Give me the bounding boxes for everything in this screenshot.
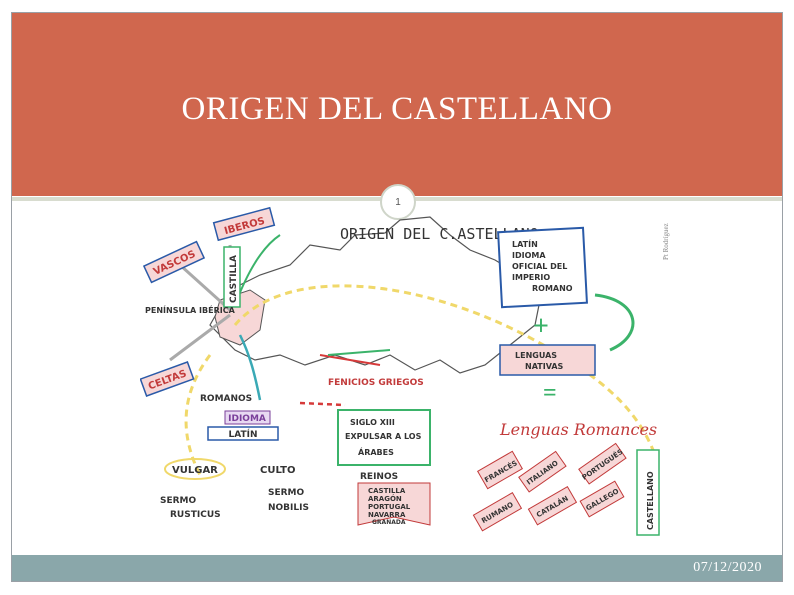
lenguas-romances-title: Lenguas Romances: [499, 420, 657, 439]
map-label: RUSTICUS: [170, 510, 221, 520]
map-label: LENGUAS: [515, 351, 557, 360]
signature: Pt Rodríguez: [662, 223, 670, 260]
plus-sign: +: [533, 311, 549, 342]
map-label: IMPERIO: [512, 273, 550, 282]
equals-sign: =: [543, 380, 557, 406]
map-label: ARAGÓN: [368, 494, 402, 503]
route-green-2: [328, 350, 390, 355]
map-label: LATÍN: [228, 428, 257, 440]
map-label: EXPULSAR A LOS: [345, 432, 422, 441]
tag-castilla: CASTILLA: [224, 247, 240, 307]
tag-vascos: VASCOS: [144, 242, 204, 283]
tag-rumano: RUMANO: [473, 493, 521, 531]
tag-gallego: GALLEGO: [580, 481, 624, 517]
title-banner: ORIGEN DEL CASTELLANO: [12, 13, 782, 196]
map-label: FENICIOS GRIEGOS: [328, 378, 424, 388]
tag-portugues: PORTUGUÉS: [579, 443, 626, 484]
map-label: CASTILLA: [229, 255, 239, 303]
slide-date: 07/12/2020: [693, 560, 762, 576]
map-label: IDIOMA: [512, 251, 546, 260]
route-red: [300, 403, 345, 405]
map-label: SERMO: [268, 488, 305, 498]
slide-title: ORIGEN DEL CASTELLANO: [12, 91, 782, 128]
map-label: IDIOMA: [228, 414, 266, 424]
tag-iberos: IBEROS: [214, 208, 275, 240]
tag-castellano: CASTELLANO: [637, 450, 659, 535]
tag-catalan: CATALÁN: [528, 487, 576, 525]
route-red-mid: [320, 355, 380, 365]
map-label: REINOS: [360, 472, 398, 482]
green-cycle-arrow: [595, 295, 633, 350]
map-label: NOBILIS: [268, 503, 309, 513]
map-label: ROMANOS: [200, 394, 252, 404]
map-label: GRANADA: [372, 519, 406, 526]
route-blue: [240, 335, 260, 400]
map-label: SIGLO XIII: [350, 418, 395, 427]
map-label: PENÍNSULA IBÉRICA: [145, 304, 236, 315]
map-label: CULTO: [260, 465, 296, 476]
map-label: VULGAR: [172, 465, 218, 476]
map-label: CASTELLANO: [646, 471, 655, 530]
map-label: LATÍN: [512, 238, 538, 249]
tag-italiano: ITALIANO: [519, 451, 566, 492]
footer-bar: 07/12/2020: [12, 555, 782, 581]
arrow-vascos: [180, 265, 230, 310]
map-label: NAVARRA: [368, 511, 406, 519]
map-label: ÁRABES: [358, 446, 394, 457]
map-label: ROMANO: [532, 284, 573, 293]
map-label: PORTUGAL: [368, 503, 411, 511]
map-label: CASTILLA: [368, 487, 406, 495]
map-label: NATIVAS: [525, 362, 564, 371]
tag-frances: FRANCÉS: [478, 451, 523, 488]
tag-celtas: CELTAS: [140, 362, 193, 396]
map-label: SERMO: [160, 496, 197, 506]
map-label: OFICIAL DEL: [512, 262, 567, 271]
concept-map-image: IBEROS VASCOS CASTILLA PENÍNSULA IBÉRICA…: [140, 205, 675, 543]
